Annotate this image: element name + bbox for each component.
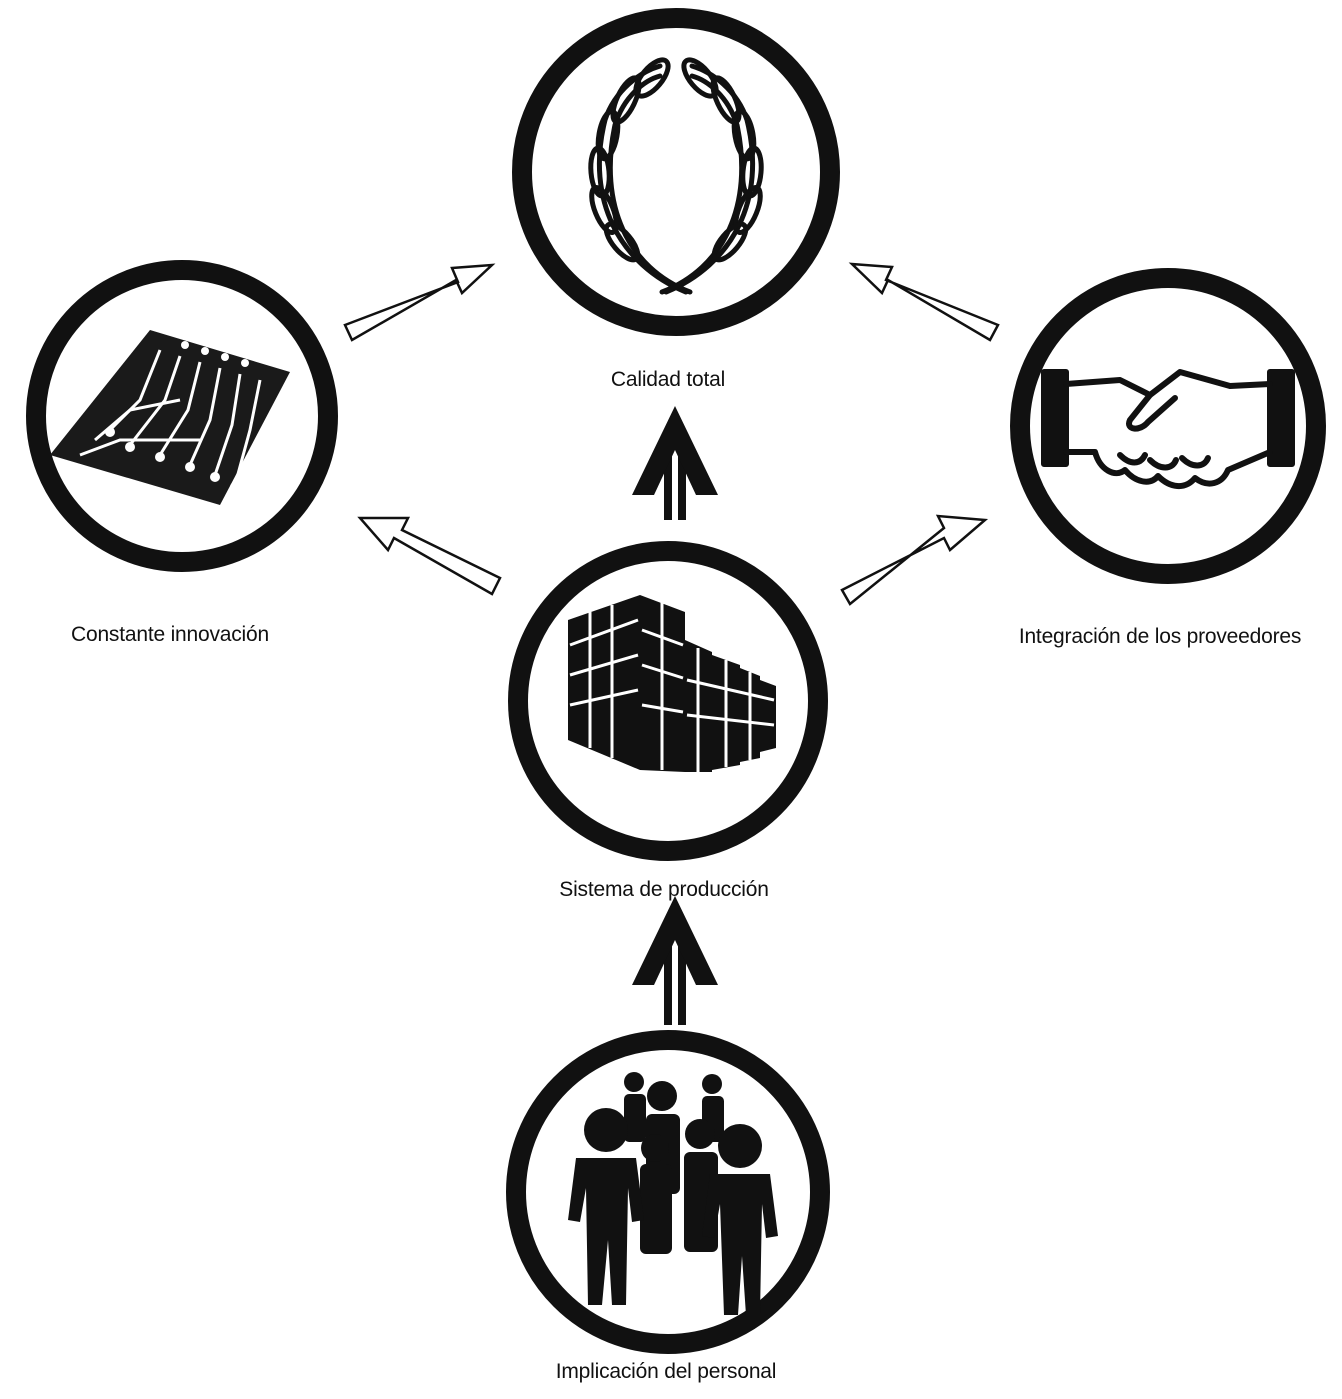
arrow-produccion-to-proveedores (840, 514, 989, 606)
node-ring (508, 541, 828, 861)
node-integracion-proveedores (1010, 268, 1326, 584)
people-group-icon (568, 1072, 778, 1315)
circuit-board-icon (50, 330, 290, 505)
label-sistema-produccion: Sistema de producción (559, 878, 769, 901)
arrow-proveedores-to-calidad (848, 262, 1000, 342)
arrow-personal-to-produccion (632, 896, 718, 1025)
node-calidad-total (512, 8, 840, 336)
factory-building-icon (568, 595, 776, 772)
arrow-produccion-to-innovacion (357, 516, 502, 596)
node-ring (512, 8, 840, 336)
node-constante-innovacion (26, 260, 338, 572)
label-constante-innovacion: Constante innovación (71, 623, 269, 646)
node-ring (1010, 268, 1326, 584)
arrow-produccion-to-calidad (632, 406, 718, 520)
node-ring (506, 1030, 830, 1354)
label-calidad-total: Calidad total (610, 368, 726, 391)
label-implicacion-personal: Implicación del personal (555, 1360, 777, 1383)
node-sistema-produccion (508, 541, 828, 861)
node-ring (26, 260, 338, 572)
node-implicacion-personal (506, 1030, 830, 1354)
handshake-icon (1041, 369, 1295, 489)
label-integracion-proveedores: Integración de los proveedores (1018, 625, 1302, 648)
laurel-wreath-icon (588, 57, 764, 295)
arrow-innovacion-to-calidad (343, 263, 496, 342)
